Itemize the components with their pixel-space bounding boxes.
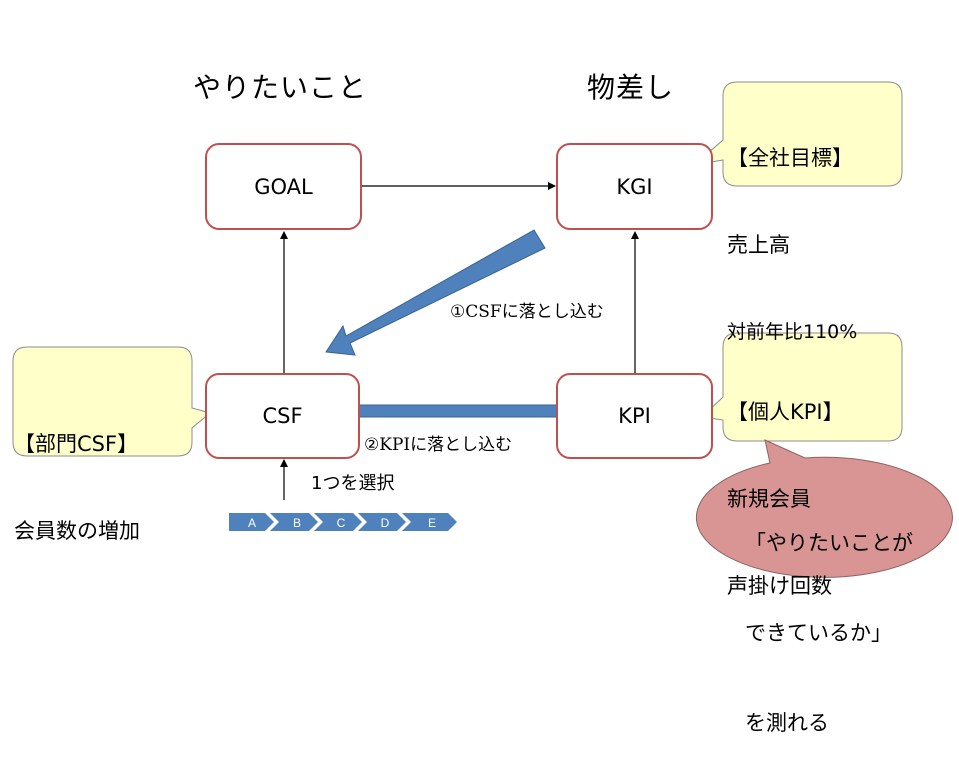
kpi-box-label: KPI [618,404,651,428]
kgi-box[interactable]: KGI [556,143,713,230]
csf-box-label: CSF [262,404,303,428]
dept-csf-line1: 会員数の増加 [14,519,140,543]
dept-csf-callout-shape [12,346,212,457]
chevron-c [314,513,362,531]
kpi-dropdown-label: ②KPIに落とし込む [364,435,513,455]
company-goal-line2: 対前年比110% [727,321,858,343]
measure-line1: 「やりたいことが [745,531,913,555]
csf-dropdown-block-arrow [325,229,546,356]
personal-kpi-line1: 新規会員 [727,487,811,511]
company-goal-callout-shape [692,81,903,187]
chevron-d [358,513,406,531]
dept-csf-callout: 【部門CSF】 会員数の増加 [14,372,140,575]
kgi-box-label: KGI [616,174,653,199]
csf-box[interactable]: CSF [205,373,360,459]
chevron-label: E [428,516,436,530]
goal-box-label: GOAL [254,174,313,199]
heading-want-to-do: やりたいこと [193,71,368,104]
personal-kpi-title: 【個人KPI】 [727,400,844,424]
chevron-b [270,513,318,531]
personal-kpi-callout-shape [700,332,903,442]
company-goal-callout: 【全社目標】 売上高 対前年比110% [727,86,857,376]
measure-line2: できているか」 [745,621,892,645]
measure-callout: 「やりたいことが できているか」 を測れる [745,468,913,768]
heading-measure: 物差し [587,71,675,104]
chevron-a [229,513,274,531]
company-goal-title: 【全社目標】 [727,146,853,170]
measure-oval-callout-shape [696,439,953,578]
goal-box[interactable]: GOAL [205,143,362,230]
chevron-process: A B C D E [229,513,457,531]
chevron-label: A [248,516,256,530]
measure-line3: を測れる [745,711,829,735]
chevron-label: C [337,516,346,530]
chevron-e [402,513,457,531]
dept-csf-title: 【部門CSF】 [14,432,139,456]
diagram-canvas: A B C D E [12,81,953,578]
kpi-dropdown-block-arrow [342,394,585,428]
chevron-label: D [381,516,390,530]
csf-dropdown-label: ①CSFに落とし込む [450,302,604,322]
kpi-box[interactable]: KPI [556,373,713,459]
select-one-label: 1つを選択 [311,473,395,494]
company-goal-line1: 売上高 [727,233,790,257]
chevron-label: B [293,516,301,530]
